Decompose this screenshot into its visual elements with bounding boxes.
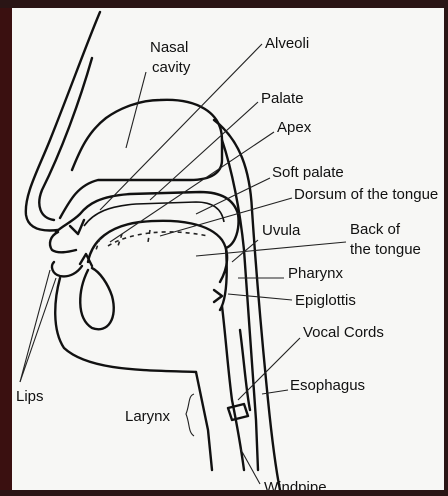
label-back-of-tongue-line2: the tongue: [350, 241, 421, 258]
label-larynx: Larynx: [125, 408, 171, 425]
frame-bottom-edge: [0, 490, 448, 496]
label-nasal-cavity-line2: cavity: [152, 59, 191, 76]
label-palate: Palate: [261, 90, 304, 107]
label-back-of-tongue-line1: Back of: [350, 221, 401, 238]
label-soft-palate: Soft palate: [272, 164, 344, 181]
label-dorsum: Dorsum of the tongue: [294, 186, 438, 203]
label-alveoli: Alveoli: [265, 35, 309, 52]
label-epiglottis: Epiglottis: [295, 292, 356, 309]
frame-right-edge: [444, 0, 448, 496]
label-uvula: Uvula: [262, 222, 301, 239]
label-nasal-cavity-line1: Nasal: [150, 39, 188, 56]
label-apex: Apex: [277, 119, 312, 136]
label-lips: Lips: [16, 388, 44, 405]
label-vocal-cords: Vocal Cords: [303, 324, 384, 341]
label-esophagus: Esophagus: [290, 377, 365, 394]
frame-left-edge: [0, 0, 12, 496]
frame-top-edge: [0, 0, 448, 8]
label-pharynx: Pharynx: [288, 265, 344, 282]
